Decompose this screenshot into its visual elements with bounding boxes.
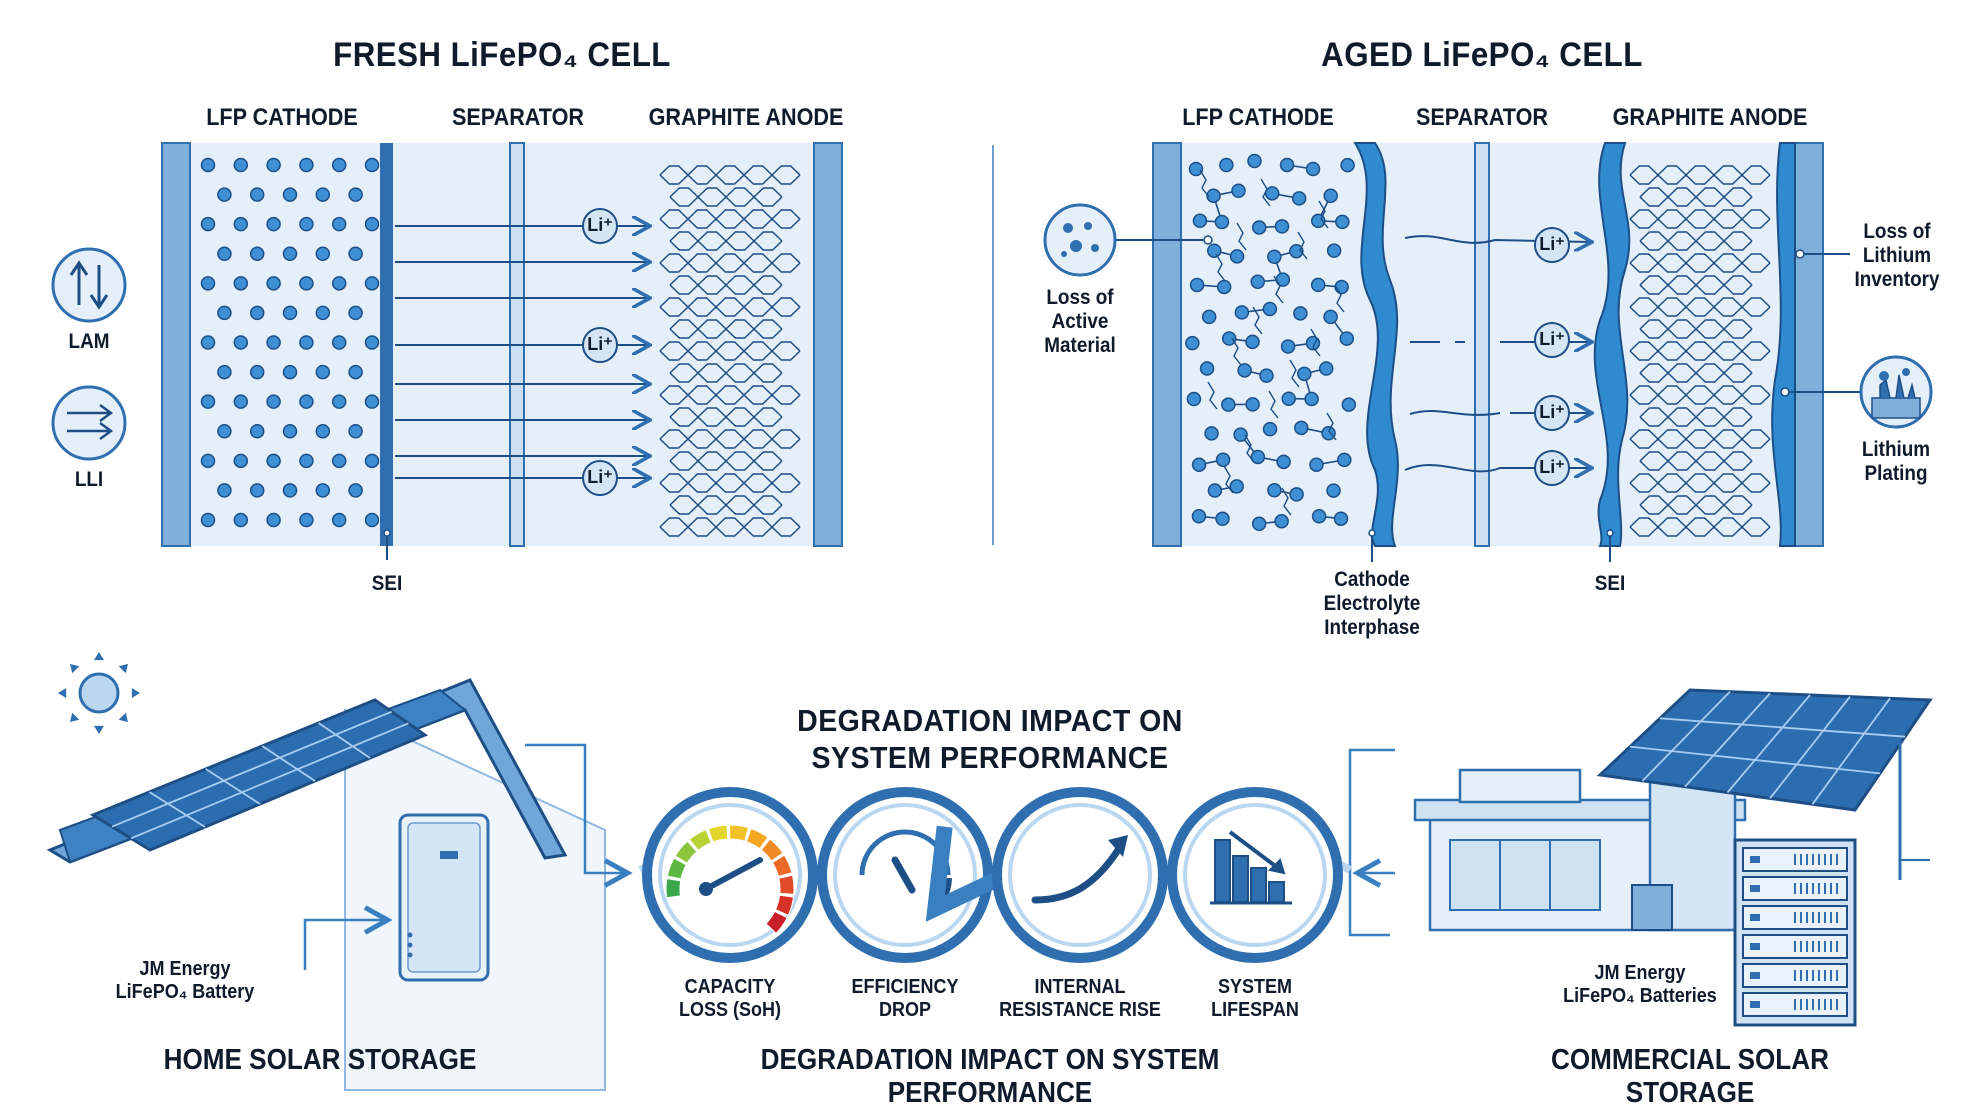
system-lifespan-circle: [1172, 792, 1338, 958]
fresh-sei-layer: [380, 143, 393, 546]
li-ion-label: Li⁺: [580, 215, 620, 236]
fresh-anode-label: GRAPHITE ANODE: [638, 104, 854, 132]
sun-icon: [58, 652, 140, 734]
aged-anode-collector: [1795, 143, 1823, 546]
internal-resistance-circle: [997, 792, 1163, 958]
lithium-plating-icon: [1861, 357, 1931, 427]
li-ion-label: Li⁺: [580, 334, 620, 355]
aged-separator-label: SEPARATOR: [1392, 104, 1572, 132]
aged-cathode-label: LFP CATHODE: [1159, 104, 1357, 132]
loss-active-material-icon: [1045, 205, 1115, 275]
fresh-cell-diagram: [162, 143, 842, 560]
lam-icon: [53, 249, 125, 321]
aged-cathode-collector: [1153, 143, 1181, 546]
impact-footer: DEGRADATION IMPACT ON SYSTEM PERFORMANCE: [675, 1044, 1305, 1110]
home-footer: HOME SOLAR STORAGE: [140, 1044, 500, 1077]
lli-icon: [53, 387, 125, 459]
li-ion-label: Li⁺: [1532, 234, 1572, 255]
li-ion-label: Li⁺: [1532, 457, 1572, 478]
aged-separator: [1475, 143, 1489, 546]
aged-anode-label: GRAPHITE ANODE: [1602, 104, 1818, 132]
fresh-cell-title: FRESH LiFePO₄ CELL: [281, 36, 723, 75]
legend-lam-label: LAM: [49, 330, 130, 354]
li-ion-label: Li⁺: [580, 467, 620, 488]
fresh-separator-label: SEPARATOR: [428, 104, 608, 132]
li-ion-label: Li⁺: [1532, 329, 1572, 350]
fresh-cathode-collector: [162, 143, 190, 546]
efficiency-drop-circle: [822, 792, 988, 958]
fresh-sei-label: SEI: [351, 572, 423, 596]
legend-lli-label: LLI: [49, 468, 130, 492]
aged-cell-diagram: [1115, 143, 1862, 562]
aged-cell-title: AGED LiFePO₄ CELL: [1261, 36, 1703, 75]
fresh-anode-collector: [814, 143, 842, 546]
commercial-footer: COMMERCIAL SOLAR STORAGE: [1488, 1044, 1893, 1110]
aged-sei-label: SEI: [1574, 572, 1646, 596]
home-solar-illustration: [50, 652, 625, 1090]
capacity-loss-circle: [647, 792, 813, 958]
impact-metrics-chain: [640, 792, 1350, 958]
fresh-cathode-label: LFP CATHODE: [183, 104, 381, 132]
li-ion-label: Li⁺: [1532, 402, 1572, 423]
